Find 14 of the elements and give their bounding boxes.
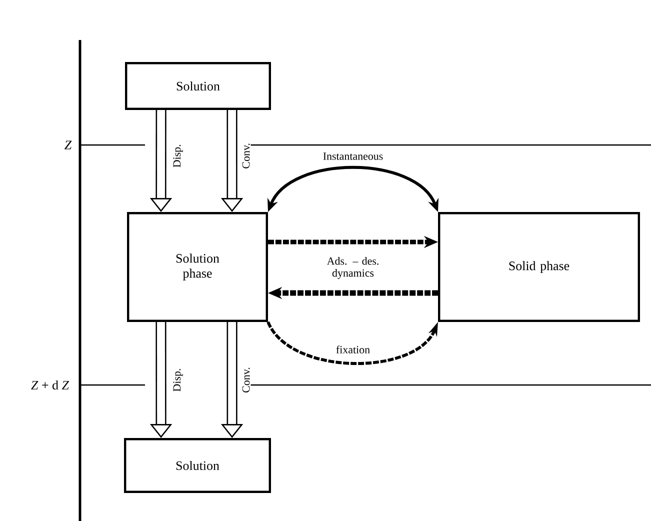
edge-label: Disp. [173,369,183,392]
edge-label: Conv. [242,368,250,392]
process-box: Solid phase [438,212,640,322]
edge-label: Instantaneous [323,152,383,160]
edge-label: Conv. [242,144,250,168]
process-box: Solution phase [127,212,268,322]
arrow [266,321,438,365]
edge-label: Disp. [173,144,183,168]
process-box: Solution [125,62,271,110]
edge-label: fixation [336,346,370,354]
level-label: Z [64,140,72,150]
edge-label: Ads. – des. dynamics [326,257,378,279]
process-box: Solution [124,438,271,493]
level-label: Z + d Z [31,380,70,390]
